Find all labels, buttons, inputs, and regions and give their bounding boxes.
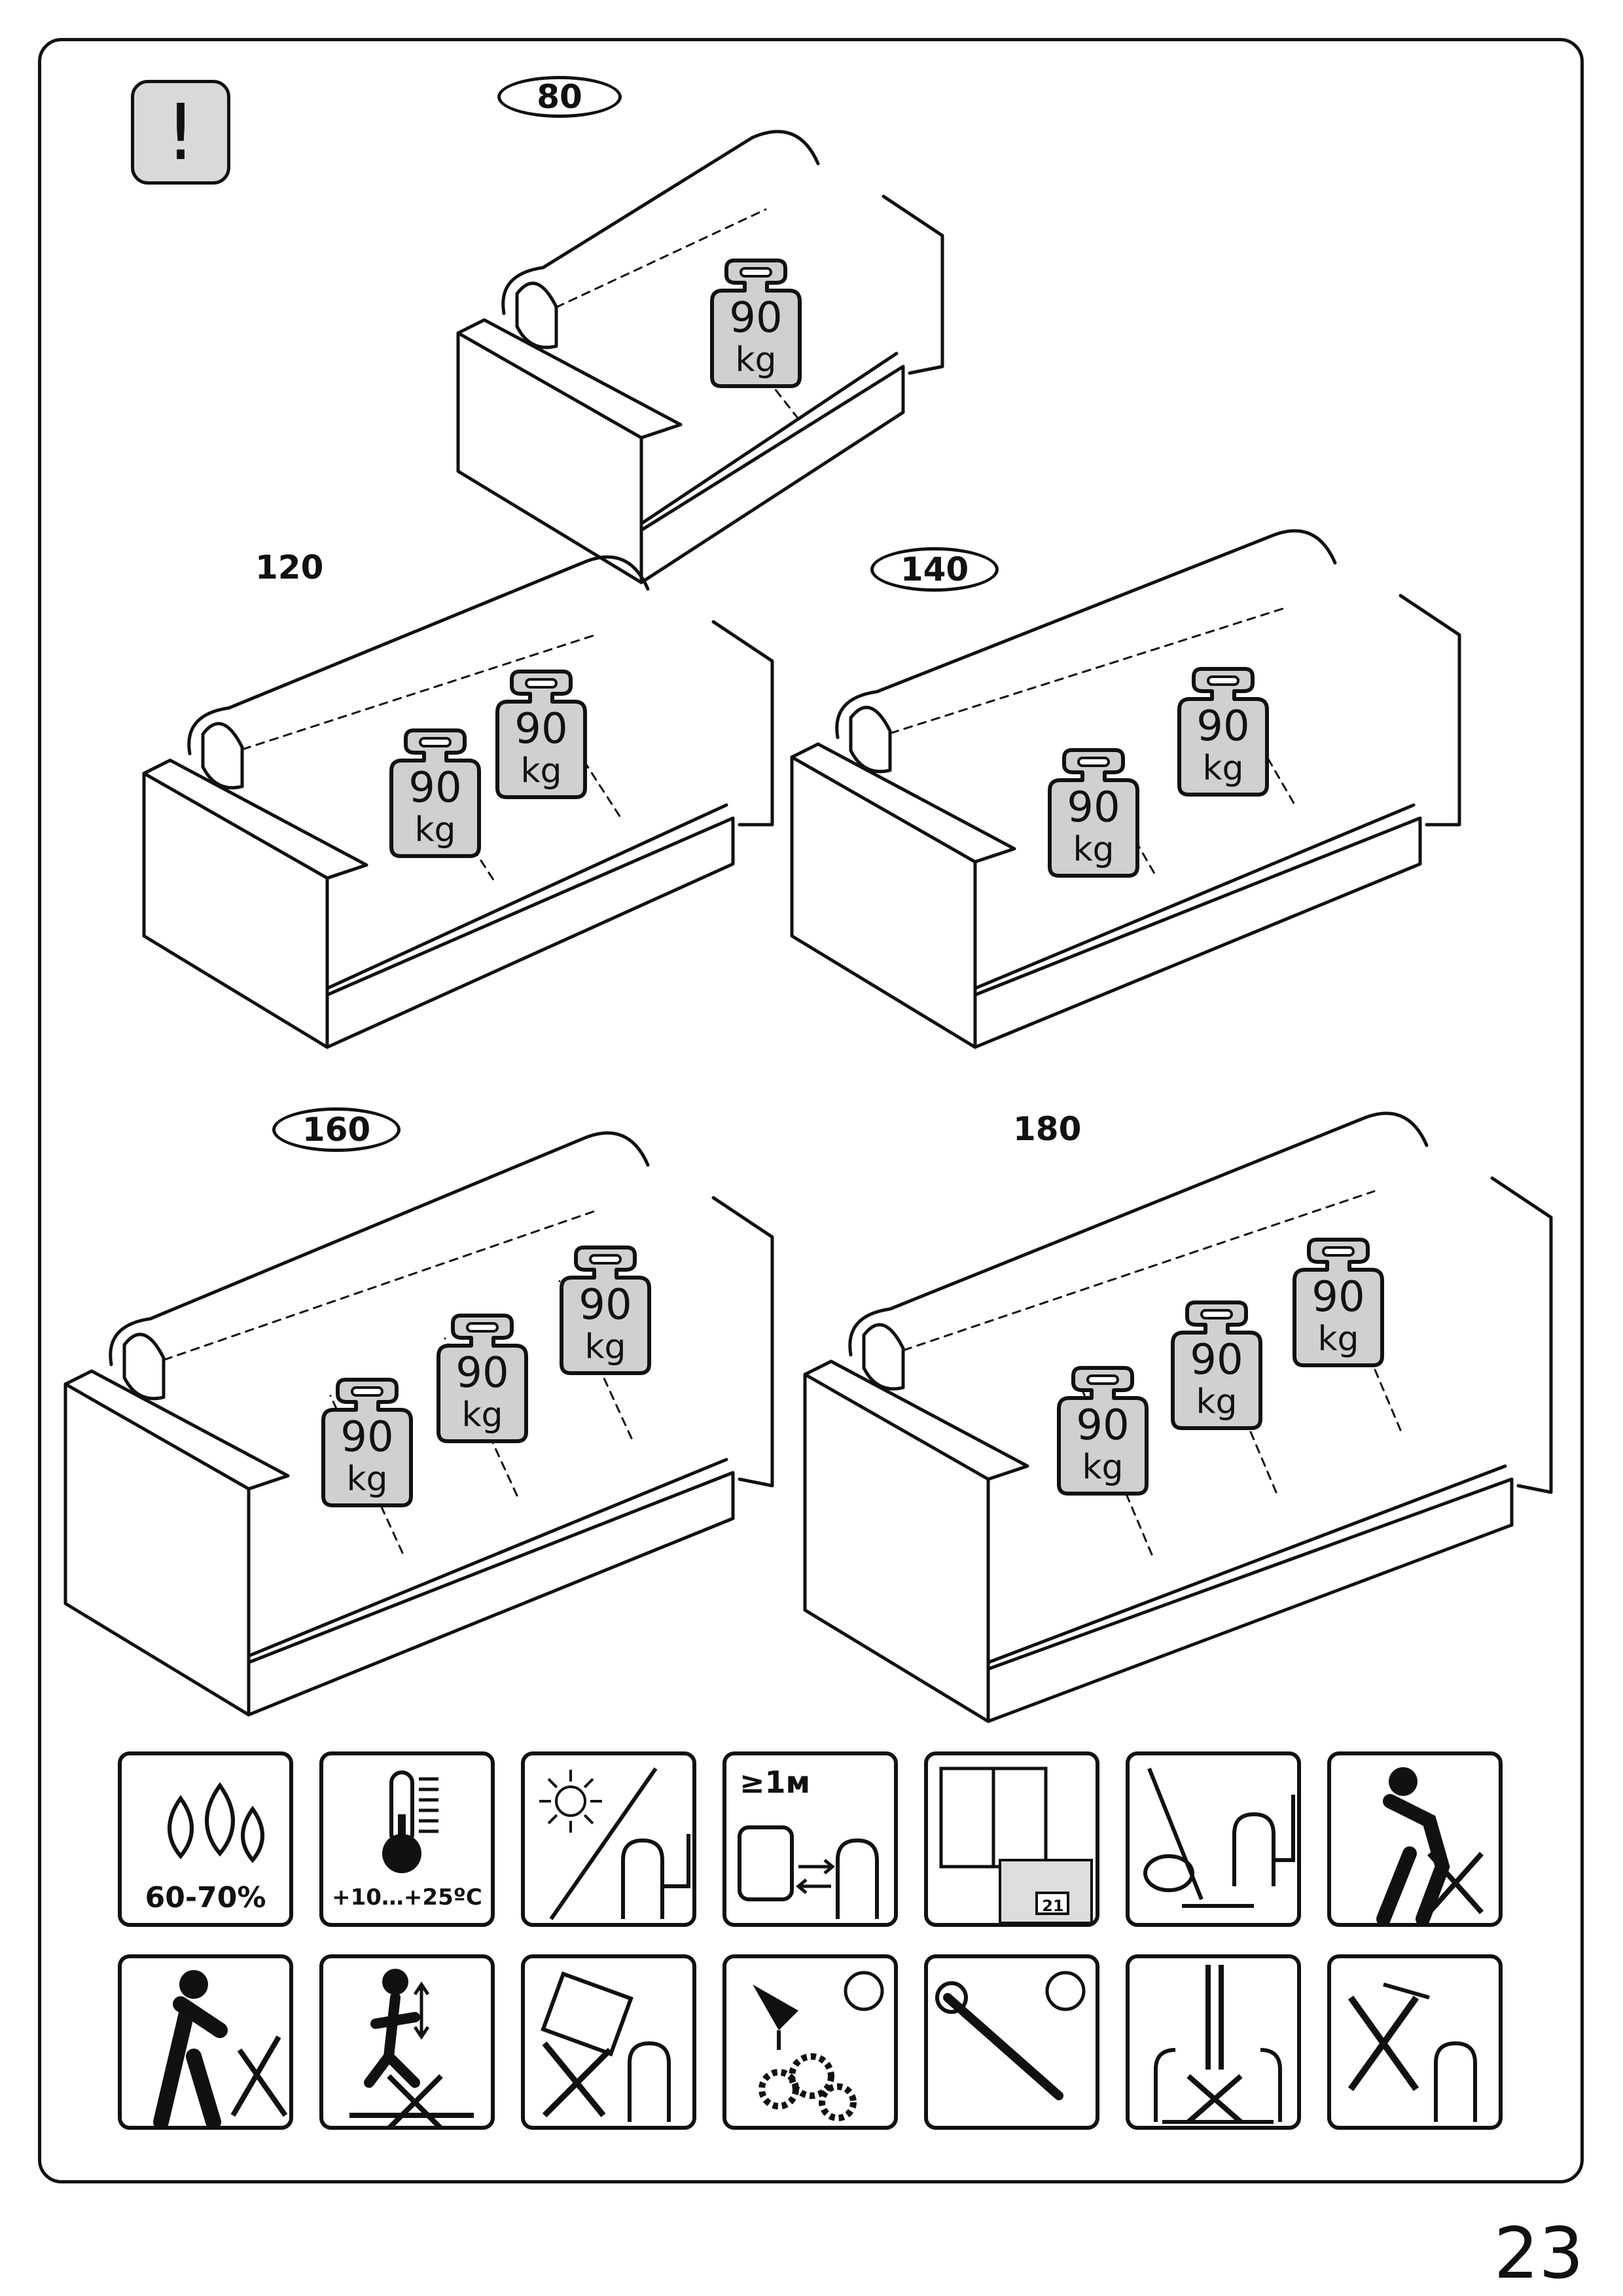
sofa-180-drawing — [792, 1080, 1564, 1734]
keep-1m-from-heater-icon: ≥1м — [722, 1751, 898, 1927]
sofa-seat-edge — [325, 803, 728, 990]
vacuum-clean-icon — [1126, 1751, 1301, 1927]
no-chemical-cleaners-icon-graphic — [1347, 1982, 1477, 2122]
no-direct-sunlight-icon-graphic — [539, 1767, 690, 1920]
sofa-seat-edge — [639, 351, 899, 526]
sofa-seat-edge — [986, 1464, 1507, 1664]
sofa-armrest-top — [803, 1359, 1029, 1481]
sofa-base-front — [986, 1477, 1514, 1723]
no-liquid-spill-icon-graphic — [541, 1971, 671, 2122]
size-label-180: 180 — [1013, 1110, 1082, 1148]
sofa-right-armrest — [882, 194, 944, 375]
sofa-right-armrest — [711, 620, 774, 827]
do-not-jump-on-sofa-icon — [319, 1954, 495, 2130]
sofa-backrest — [187, 555, 650, 756]
page-number: 23 — [1493, 2213, 1584, 2295]
sofa-base-front — [325, 816, 735, 1049]
humidity-drops-icon-graphic — [168, 1782, 264, 1863]
no-direct-sunlight-icon — [521, 1751, 696, 1927]
sofa-left-armrest — [63, 1382, 251, 1717]
sofa-left-armrest — [142, 772, 329, 1049]
no-standing-load-icon-graphic — [1154, 1965, 1282, 2125]
sofa-base-front — [973, 816, 1422, 1049]
weight-outline — [495, 670, 587, 799]
sofa-left-armrest — [790, 755, 977, 1049]
sofa-backrest — [501, 130, 820, 315]
weight-outline — [1048, 748, 1139, 878]
thermometer-icon-graphic — [382, 1770, 438, 1873]
tighten-bolts-periodically-icon-graphic — [935, 1971, 1086, 2100]
do-not-jump-on-sofa-icon-graphic — [349, 1969, 474, 2126]
size-label-160: 160 — [272, 1107, 401, 1152]
do-not-lean-on-armrest-icon — [1327, 1751, 1503, 1927]
do-not-lean-on-armrest-icon-graphic — [1376, 1767, 1484, 1923]
size-label-120: 120 — [255, 548, 324, 586]
sofa-80-drawing — [445, 98, 955, 596]
sofa-armrest-top — [790, 742, 1016, 864]
no-liquid-spill-icon — [521, 1954, 696, 2130]
sofa-seat-edge — [247, 1458, 728, 1658]
humidity-drops-icon: 60-70% — [118, 1751, 293, 1927]
size-label-140: 140 — [870, 547, 999, 592]
lubricate-mechanism-periodically-icon-graphic — [753, 1971, 884, 2121]
sofa-backrest — [848, 1111, 1429, 1357]
weight-outline — [389, 728, 481, 858]
sofa-backrest — [835, 529, 1337, 740]
sofa-right-armrest — [711, 1196, 774, 1488]
sofa-base-front — [247, 1471, 735, 1717]
weight-outline — [1177, 667, 1269, 797]
ventilate-room-calendar-icon: 21 — [924, 1751, 1099, 1927]
sofa-base-front — [639, 365, 905, 584]
thermometer-icon: +10…+25ºC — [319, 1751, 495, 1927]
keep-1m-from-heater-icon-graphic — [738, 1825, 879, 1919]
do-not-push-armchair-icon-graphic — [153, 1970, 288, 2126]
sofa-seat-edge — [973, 803, 1416, 990]
weight-outline — [560, 1246, 651, 1375]
tighten-bolts-periodically-icon — [924, 1954, 1099, 2130]
sofa-armrest-top — [142, 759, 368, 880]
sofa-left-armrest — [803, 1372, 990, 1723]
page-frame — [38, 38, 1584, 2183]
no-standing-load-icon — [1126, 1954, 1301, 2130]
weight-outline — [1171, 1300, 1262, 1430]
sofa-160-drawing — [52, 1100, 785, 1728]
warning-exclamation-icon: ! — [131, 80, 230, 185]
no-chemical-cleaners-icon — [1327, 1954, 1503, 2130]
do-not-push-armchair-icon — [118, 1954, 293, 2130]
sofa-armrest-top — [456, 318, 683, 440]
weight-outline — [1293, 1238, 1384, 1367]
weight-outline — [437, 1314, 528, 1443]
ventilate-room-calendar-icon-graphic — [939, 1767, 1093, 1923]
sofa-armrest-top — [63, 1369, 290, 1491]
weight-outline — [710, 259, 802, 388]
weight-outline — [321, 1378, 413, 1507]
sofa-right-armrest — [1490, 1176, 1553, 1494]
sofa-right-armrest — [1399, 594, 1461, 827]
sofa-backrest — [109, 1131, 650, 1367]
vacuum-clean-icon-graphic — [1143, 1767, 1295, 1908]
size-label-80: 80 — [497, 76, 622, 118]
lubricate-mechanism-periodically-icon — [722, 1954, 898, 2130]
weight-outline — [1057, 1366, 1149, 1496]
